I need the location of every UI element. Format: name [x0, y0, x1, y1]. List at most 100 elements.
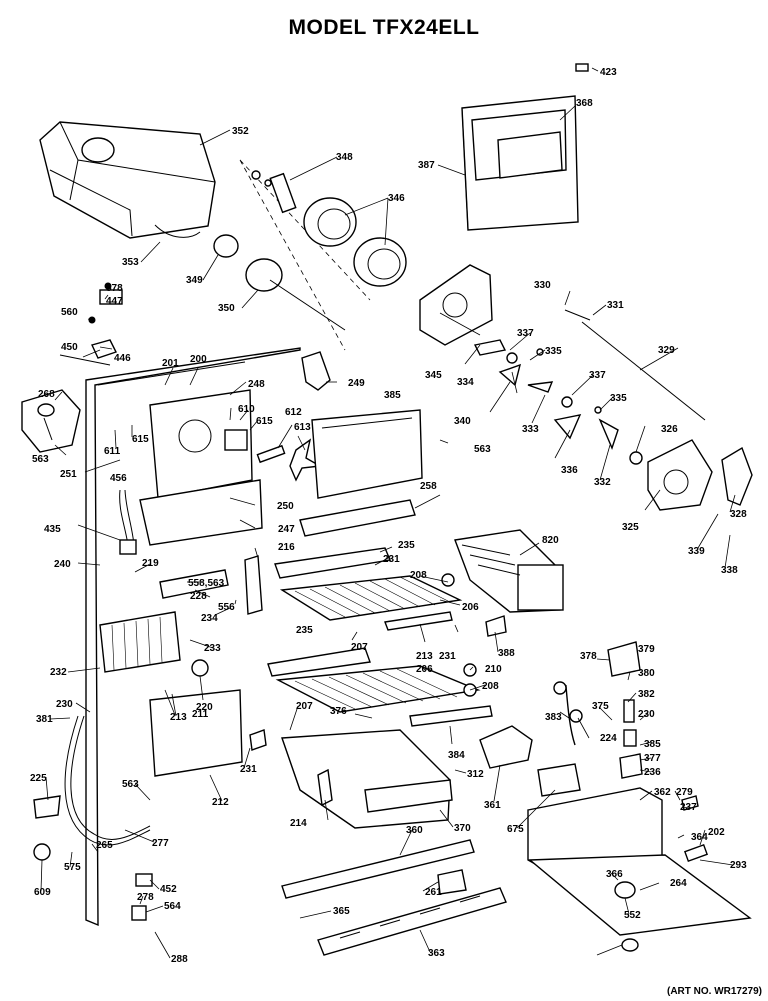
part-label-265: 265 [96, 840, 113, 851]
part-label-235: 235 [398, 540, 415, 551]
rail-277 [281, 839, 475, 899]
part-label-231: 231 [383, 554, 400, 565]
part-label-329: 329 [658, 345, 675, 356]
part-label-338: 338 [721, 565, 738, 576]
part-label-381: 381 [36, 714, 53, 725]
upper-wire-shelf [274, 547, 463, 631]
part-label-362: 362 [654, 787, 671, 798]
rear-panel [139, 389, 263, 546]
part-label-452: 452 [160, 884, 177, 895]
part-label-206: 206 [416, 664, 433, 675]
small-parts [88, 63, 709, 952]
part-label-240: 240 [54, 559, 71, 570]
part-label-264: 264 [670, 878, 687, 889]
auger-parts [213, 159, 407, 351]
relay-370 [537, 763, 581, 797]
shelf-support-216 [244, 555, 263, 615]
part-label-250: 250 [277, 501, 294, 512]
part-label-248: 248 [248, 379, 265, 390]
model-title: MODEL TFX24ELL [288, 16, 480, 39]
part-label-336: 336 [561, 465, 578, 476]
art-number: (ART NO. WR17279) [666, 986, 762, 997]
part-label-333: 333 [522, 424, 539, 435]
part-label-366: 366 [606, 869, 623, 880]
part-label-615: 615 [256, 416, 273, 427]
part-label-560: 560 [61, 307, 78, 318]
part-label-208: 208 [410, 570, 427, 581]
part-label-384: 384 [448, 750, 465, 761]
part-label-612: 612 [285, 407, 302, 418]
lever-parts [473, 339, 619, 450]
part-label-278: 278 [137, 892, 154, 903]
part-label-207: 207 [296, 701, 313, 712]
part-label-233: 233 [204, 643, 221, 654]
part-label-556: 556 [218, 602, 235, 613]
part-label-370: 370 [454, 823, 471, 834]
part-label-335: 335 [545, 346, 562, 357]
part-label-261: 261 [425, 887, 442, 898]
part-label-385: 385 [644, 739, 661, 750]
part-label-378: 378 [580, 651, 597, 662]
part-label-249: 249 [348, 378, 365, 389]
part-label-258: 258 [420, 481, 437, 492]
part-label-348: 348 [336, 152, 353, 163]
bracket-279 [33, 795, 61, 819]
part-label-360: 360 [406, 825, 423, 836]
part-label-563: 563 [32, 454, 49, 465]
part-label-231: 231 [240, 764, 257, 775]
part-label-337: 337 [589, 370, 606, 381]
part-label-277: 277 [152, 838, 169, 849]
part-label-235: 235 [296, 625, 313, 636]
part-label-610: 610 [238, 404, 255, 415]
part-label-379: 379 [638, 644, 655, 655]
part-label-251: 251 [60, 469, 77, 480]
switch-268 [21, 389, 81, 453]
part-label-288: 288 [171, 954, 188, 965]
part-label-563: 563 [474, 444, 491, 455]
part-label-564: 564 [164, 901, 181, 912]
part-label-326: 326 [661, 424, 678, 435]
fan-parts [256, 438, 323, 482]
part-label-435: 435 [44, 524, 61, 535]
dispenser-motor [629, 439, 753, 511]
kick-plate [317, 887, 507, 956]
part-label-563: 563 [122, 779, 139, 790]
part-label-346: 346 [388, 193, 405, 204]
part-label-207: 207 [351, 642, 368, 653]
part-label-377: 377 [644, 753, 661, 764]
part-label-335: 335 [610, 393, 627, 404]
part-label-293: 293 [730, 860, 747, 871]
bracket-249 [301, 351, 331, 391]
part-label-201: 201 [162, 358, 179, 369]
part-label-325: 325 [622, 522, 639, 533]
part-label-352: 352 [232, 126, 249, 137]
ice-bucket [39, 121, 216, 239]
part-label-340: 340 [454, 416, 471, 427]
part-label-456: 456 [110, 473, 127, 484]
part-label-331: 331 [607, 300, 624, 311]
part-label-216: 216 [278, 542, 295, 553]
part-label-202: 202 [708, 827, 725, 838]
part-label-350: 350 [218, 303, 235, 314]
part-label-225: 225 [30, 773, 47, 784]
part-label-212: 212 [212, 797, 229, 808]
part-label-675: 675 [507, 824, 524, 835]
part-label-332: 332 [594, 477, 611, 488]
part-label-334: 334 [457, 377, 474, 388]
part-label-383: 383 [545, 712, 562, 723]
control-box [527, 787, 752, 936]
part-label-232: 232 [50, 667, 67, 678]
roller-264 [33, 843, 51, 861]
part-label-575: 575 [64, 862, 81, 873]
part-label-611: 611 [104, 446, 121, 457]
part-label-211: 211 [192, 709, 209, 720]
part-label-213: 213 [416, 651, 433, 662]
control-panel-214 [149, 689, 243, 777]
part-label-368: 368 [576, 98, 593, 109]
part-label-615: 615 [132, 434, 149, 445]
part-label-330: 330 [534, 280, 551, 291]
part-label-312: 312 [467, 769, 484, 780]
part-label-450: 450 [61, 342, 78, 353]
shelf-rail-258 [299, 499, 416, 537]
evaporator-cover [311, 409, 423, 499]
